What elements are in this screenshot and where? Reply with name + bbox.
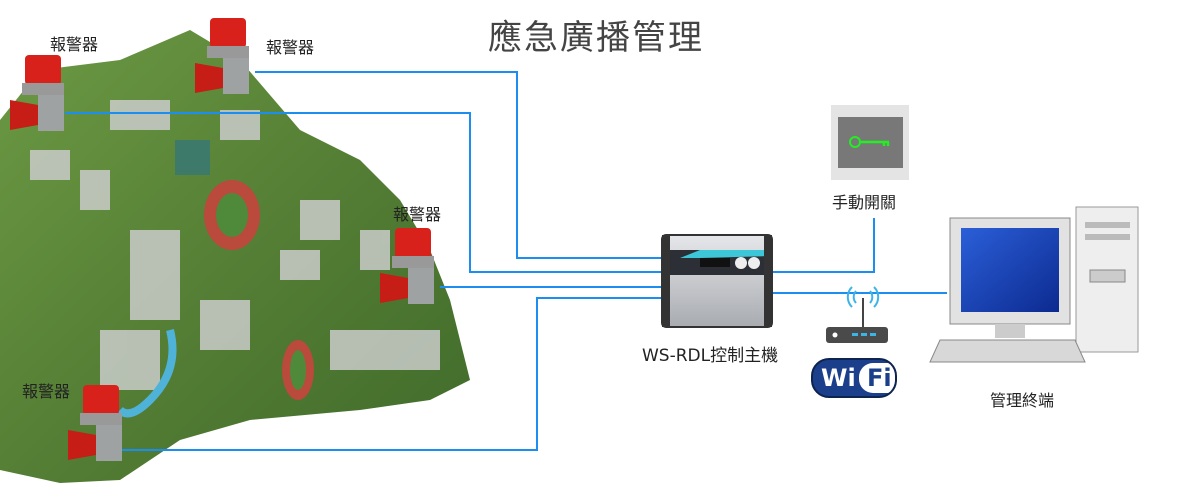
terminal-label: 管理終端 [990,391,1055,410]
alarm-icon [195,18,249,94]
wifi-router-icon [826,286,888,343]
wifi-logo-wi: Wi [821,364,856,392]
controller-device-icon [661,234,773,328]
key-switch-icon [831,105,909,180]
connection-lines [65,71,947,451]
alarm-label: 報警器 [50,35,99,54]
alarm-icon [380,228,434,304]
controller-label: WS-RDL控制主機 [642,346,779,366]
alarm-icon [10,55,64,131]
wifi-logo: Wi Fi [811,358,897,398]
manual-switch-label: 手動開關 [832,193,897,212]
page-title: 應急廣播管理 [488,18,704,58]
alarm-label: 報警器 [266,38,315,57]
alarm-label: 報警器 [393,205,442,224]
wifi-logo-fi: Fi [859,363,895,393]
campus-map [0,30,470,483]
alarm-label: 報警器 [22,382,71,401]
computer-terminal-icon [929,206,1139,363]
alarm-icon [68,385,122,461]
